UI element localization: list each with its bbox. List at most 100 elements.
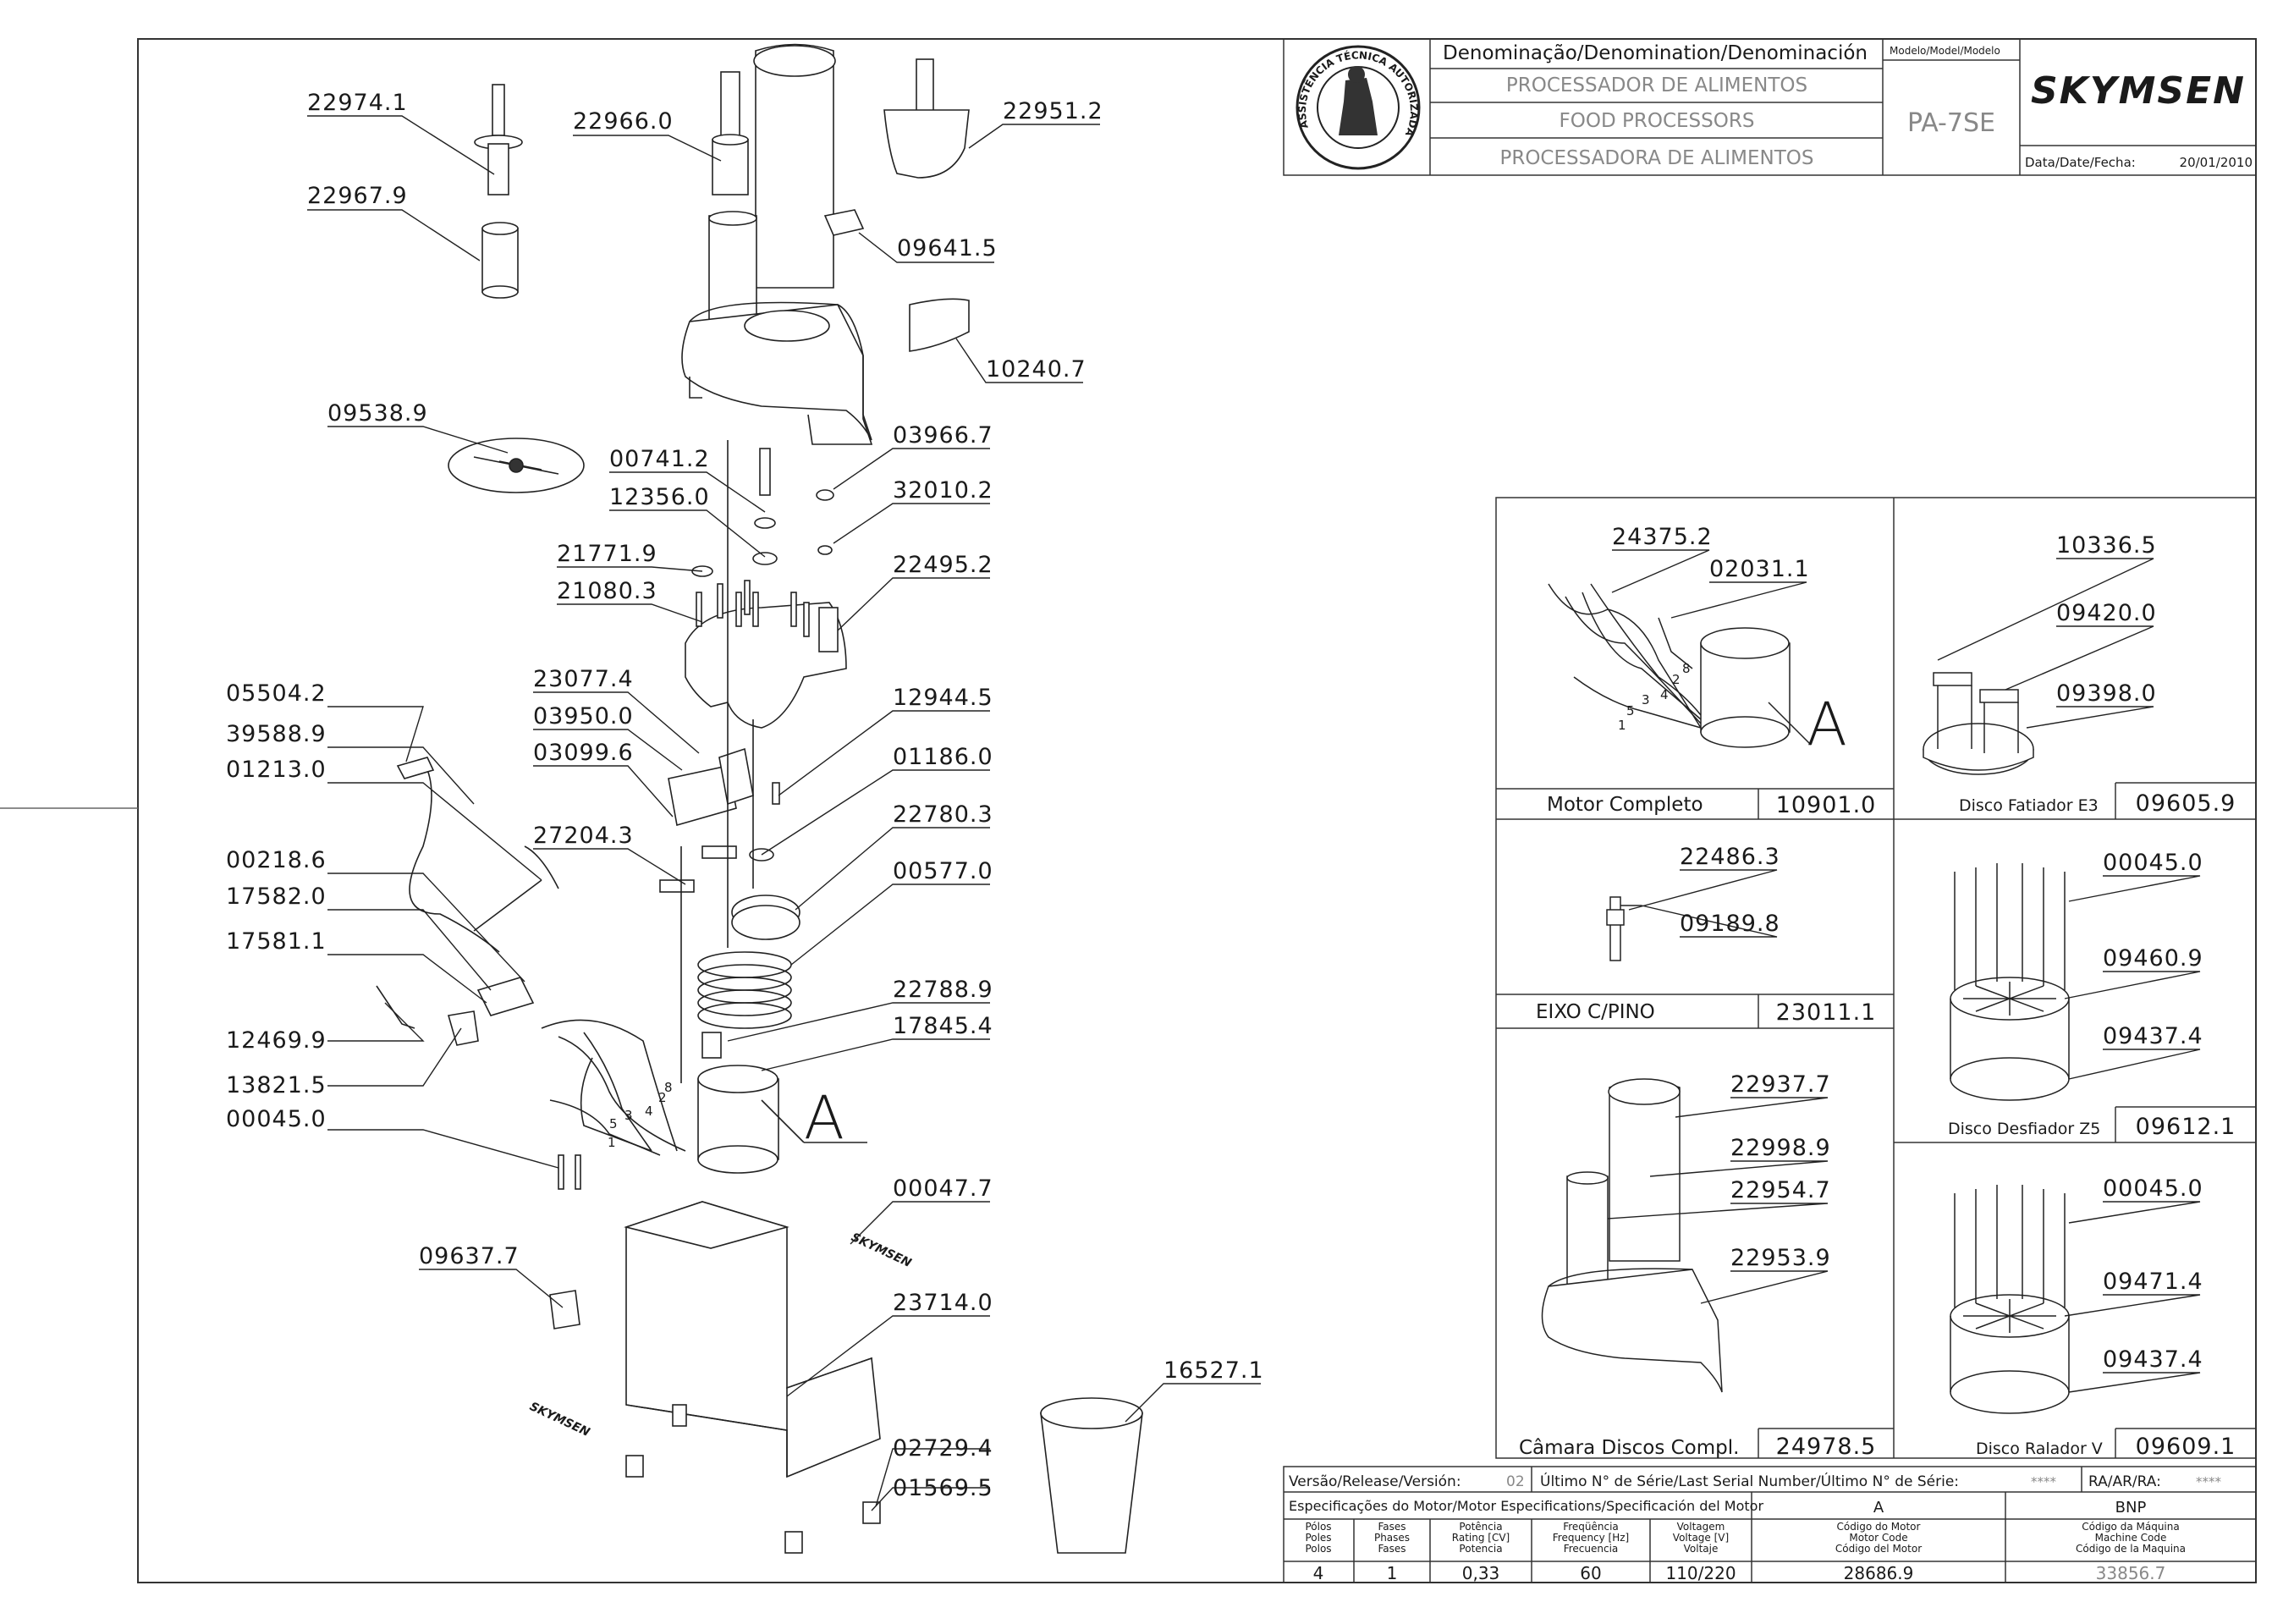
panel-caption: Motor Completo xyxy=(1547,794,1703,816)
wire-number: 2 xyxy=(658,1090,667,1105)
part-label: 02729.4 xyxy=(893,1435,993,1462)
motor-spec-label: Especificações do Motor/Motor Especifica… xyxy=(1289,1498,1763,1514)
motor-complete-drawing xyxy=(1548,583,1812,748)
spec-header-line: Potência xyxy=(1459,1521,1502,1533)
spec-header-line: Fases xyxy=(1378,1543,1406,1555)
part-label: 00045.0 xyxy=(2103,1175,2203,1202)
part-label: 23077.4 xyxy=(533,666,634,692)
motor-panel-labels: 24375.2 02031.1 A 1 5 3 4 2 8 Motor Comp… xyxy=(1547,524,1877,818)
wire-number: 1 xyxy=(1618,718,1626,733)
part-label: 02031.1 xyxy=(1709,556,1810,582)
spec-header-line: Potencia xyxy=(1459,1543,1502,1555)
denomination-title: Denominação/Denomination/Denominación xyxy=(1443,42,1868,64)
spec-header-line: Poles xyxy=(1305,1532,1331,1544)
spec-table-grid xyxy=(1283,1466,2257,1583)
part-label: 22966.0 xyxy=(573,108,674,135)
logo-mark-side: SKYMSEN xyxy=(527,1400,591,1440)
name-en: FOOD PROCESSORS xyxy=(1560,110,1755,132)
wire-number: 5 xyxy=(609,1116,618,1131)
spec-header-line: Rating [CV] xyxy=(1452,1532,1510,1544)
part-label: 21080.3 xyxy=(557,578,657,604)
part-label: 22951.2 xyxy=(1003,98,1103,124)
spec-header-line: Voltaje xyxy=(1684,1543,1719,1555)
disc-chamber-labels: 22937.7 22998.9 22954.7 22953.9 Câmara D… xyxy=(1519,1071,1877,1460)
model-title: Modelo/Model/Modelo xyxy=(1890,45,2000,57)
part-label: 17582.0 xyxy=(226,884,327,910)
ra-value: **** xyxy=(2196,1474,2222,1489)
model-code: PA-7SE xyxy=(1907,108,1995,138)
spec-header-line: Machine Code xyxy=(2095,1532,2167,1544)
spec-value: 60 xyxy=(1580,1563,1601,1583)
grating-disc-labels: 00045.0 09471.4 09437.4 Disco Ralador V … xyxy=(1976,1175,2235,1460)
spec-header-line: Motor Code xyxy=(1849,1532,1907,1544)
part-label: 16527.1 xyxy=(1164,1357,1264,1384)
ra-label: RA/AR/RA: xyxy=(2088,1473,2161,1490)
part-label: 01186.0 xyxy=(893,744,993,770)
part-label: 22998.9 xyxy=(1730,1135,1831,1161)
spec-header-line: Código del Motor xyxy=(1835,1543,1922,1555)
spec-header-line: Polos xyxy=(1305,1543,1331,1555)
version-value: 02 xyxy=(1506,1473,1525,1490)
part-label: 10336.5 xyxy=(2056,532,2157,559)
spec-header-line: Código da Máquina xyxy=(2082,1521,2179,1533)
part-label: 22495.2 xyxy=(893,552,993,578)
part-label: 12944.5 xyxy=(893,685,993,711)
part-label: 09538.9 xyxy=(327,400,428,427)
wire-number: 4 xyxy=(645,1104,653,1119)
grating-disc-drawing xyxy=(1950,1185,2070,1414)
spec-value: 33856.7 xyxy=(2096,1563,2166,1583)
panel-code: 10901.0 xyxy=(1776,792,1877,818)
part-label: 09471.4 xyxy=(2103,1269,2203,1295)
wire-number: 8 xyxy=(664,1080,673,1095)
wire-number: 3 xyxy=(1642,692,1650,707)
spec-header-line: Phases xyxy=(1374,1532,1410,1544)
part-labels: 22974.1 22967.9 22966.0 22951.2 09641.5 … xyxy=(226,90,1264,1501)
part-label: 22967.9 xyxy=(307,183,408,209)
part-label: 00045.0 xyxy=(2103,850,2203,876)
slicing-disc-labels: 10336.5 09420.0 09398.0 Disco Fatiador E… xyxy=(1937,532,2235,817)
serial-value: **** xyxy=(2031,1474,2057,1489)
part-label: 12356.0 xyxy=(609,484,710,510)
brand-logo: SKYMSEN xyxy=(2031,69,2244,113)
part-label: 22486.3 xyxy=(1680,844,1780,870)
spec-table: Versão/Release/Versión: 02 Último N° de … xyxy=(1289,1472,2222,1517)
part-label: 23714.0 xyxy=(893,1290,993,1316)
detail-panels-grid xyxy=(1495,497,2257,1459)
part-label: 00045.0 xyxy=(226,1106,327,1132)
sheet-border xyxy=(137,38,2257,1583)
exploded-view-drawing xyxy=(376,43,1143,1554)
part-label: 22974.1 xyxy=(307,90,408,116)
spec-header-line: Código de la Maquina xyxy=(2076,1543,2186,1555)
col-bnp-header: BNP xyxy=(2115,1499,2147,1517)
view-letter: A xyxy=(804,1083,844,1153)
spec-headers: PólosPolesPolosFasesPhasesFasesPotênciaR… xyxy=(1305,1521,2186,1555)
wire-number: 3 xyxy=(624,1108,633,1123)
shredding-disc-labels: 00045.0 09460.9 09437.4 Disco Desfiador … xyxy=(1948,850,2235,1140)
shaft-drawing xyxy=(1606,896,1642,961)
date-value: 20/01/2010 xyxy=(2180,155,2253,170)
spec-header-line: Pólos xyxy=(1305,1521,1331,1533)
part-label: 01213.0 xyxy=(226,757,327,783)
panel-caption: Disco Fatiador E3 xyxy=(1959,796,2099,815)
part-label: 39588.9 xyxy=(226,721,327,747)
part-label: 22937.7 xyxy=(1730,1071,1831,1098)
part-label: 03950.0 xyxy=(533,703,634,729)
part-label: 22953.9 xyxy=(1730,1245,1831,1271)
panel-code: 24978.5 xyxy=(1776,1434,1877,1460)
wire-number: 2 xyxy=(1672,672,1681,687)
spec-value: 0,33 xyxy=(1462,1563,1500,1583)
part-label: 22954.7 xyxy=(1730,1177,1831,1203)
part-label: 09398.0 xyxy=(2056,680,2157,707)
part-label: 24375.2 xyxy=(1612,524,1713,550)
leader-lines xyxy=(307,115,1261,1511)
part-label: 12469.9 xyxy=(226,1027,327,1054)
shredding-disc-drawing xyxy=(1950,863,2070,1101)
slicing-disc-drawing xyxy=(1923,672,2034,775)
view-letter: A xyxy=(1807,690,1847,759)
part-label: 32010.2 xyxy=(893,477,993,504)
part-label: 00577.0 xyxy=(893,858,993,884)
part-label: 17581.1 xyxy=(226,928,327,955)
authorized-service-seal: ASSISTÊNCIA TÉCNICA AUTORIZADA xyxy=(1296,45,1421,170)
part-label: 13821.5 xyxy=(226,1072,327,1098)
